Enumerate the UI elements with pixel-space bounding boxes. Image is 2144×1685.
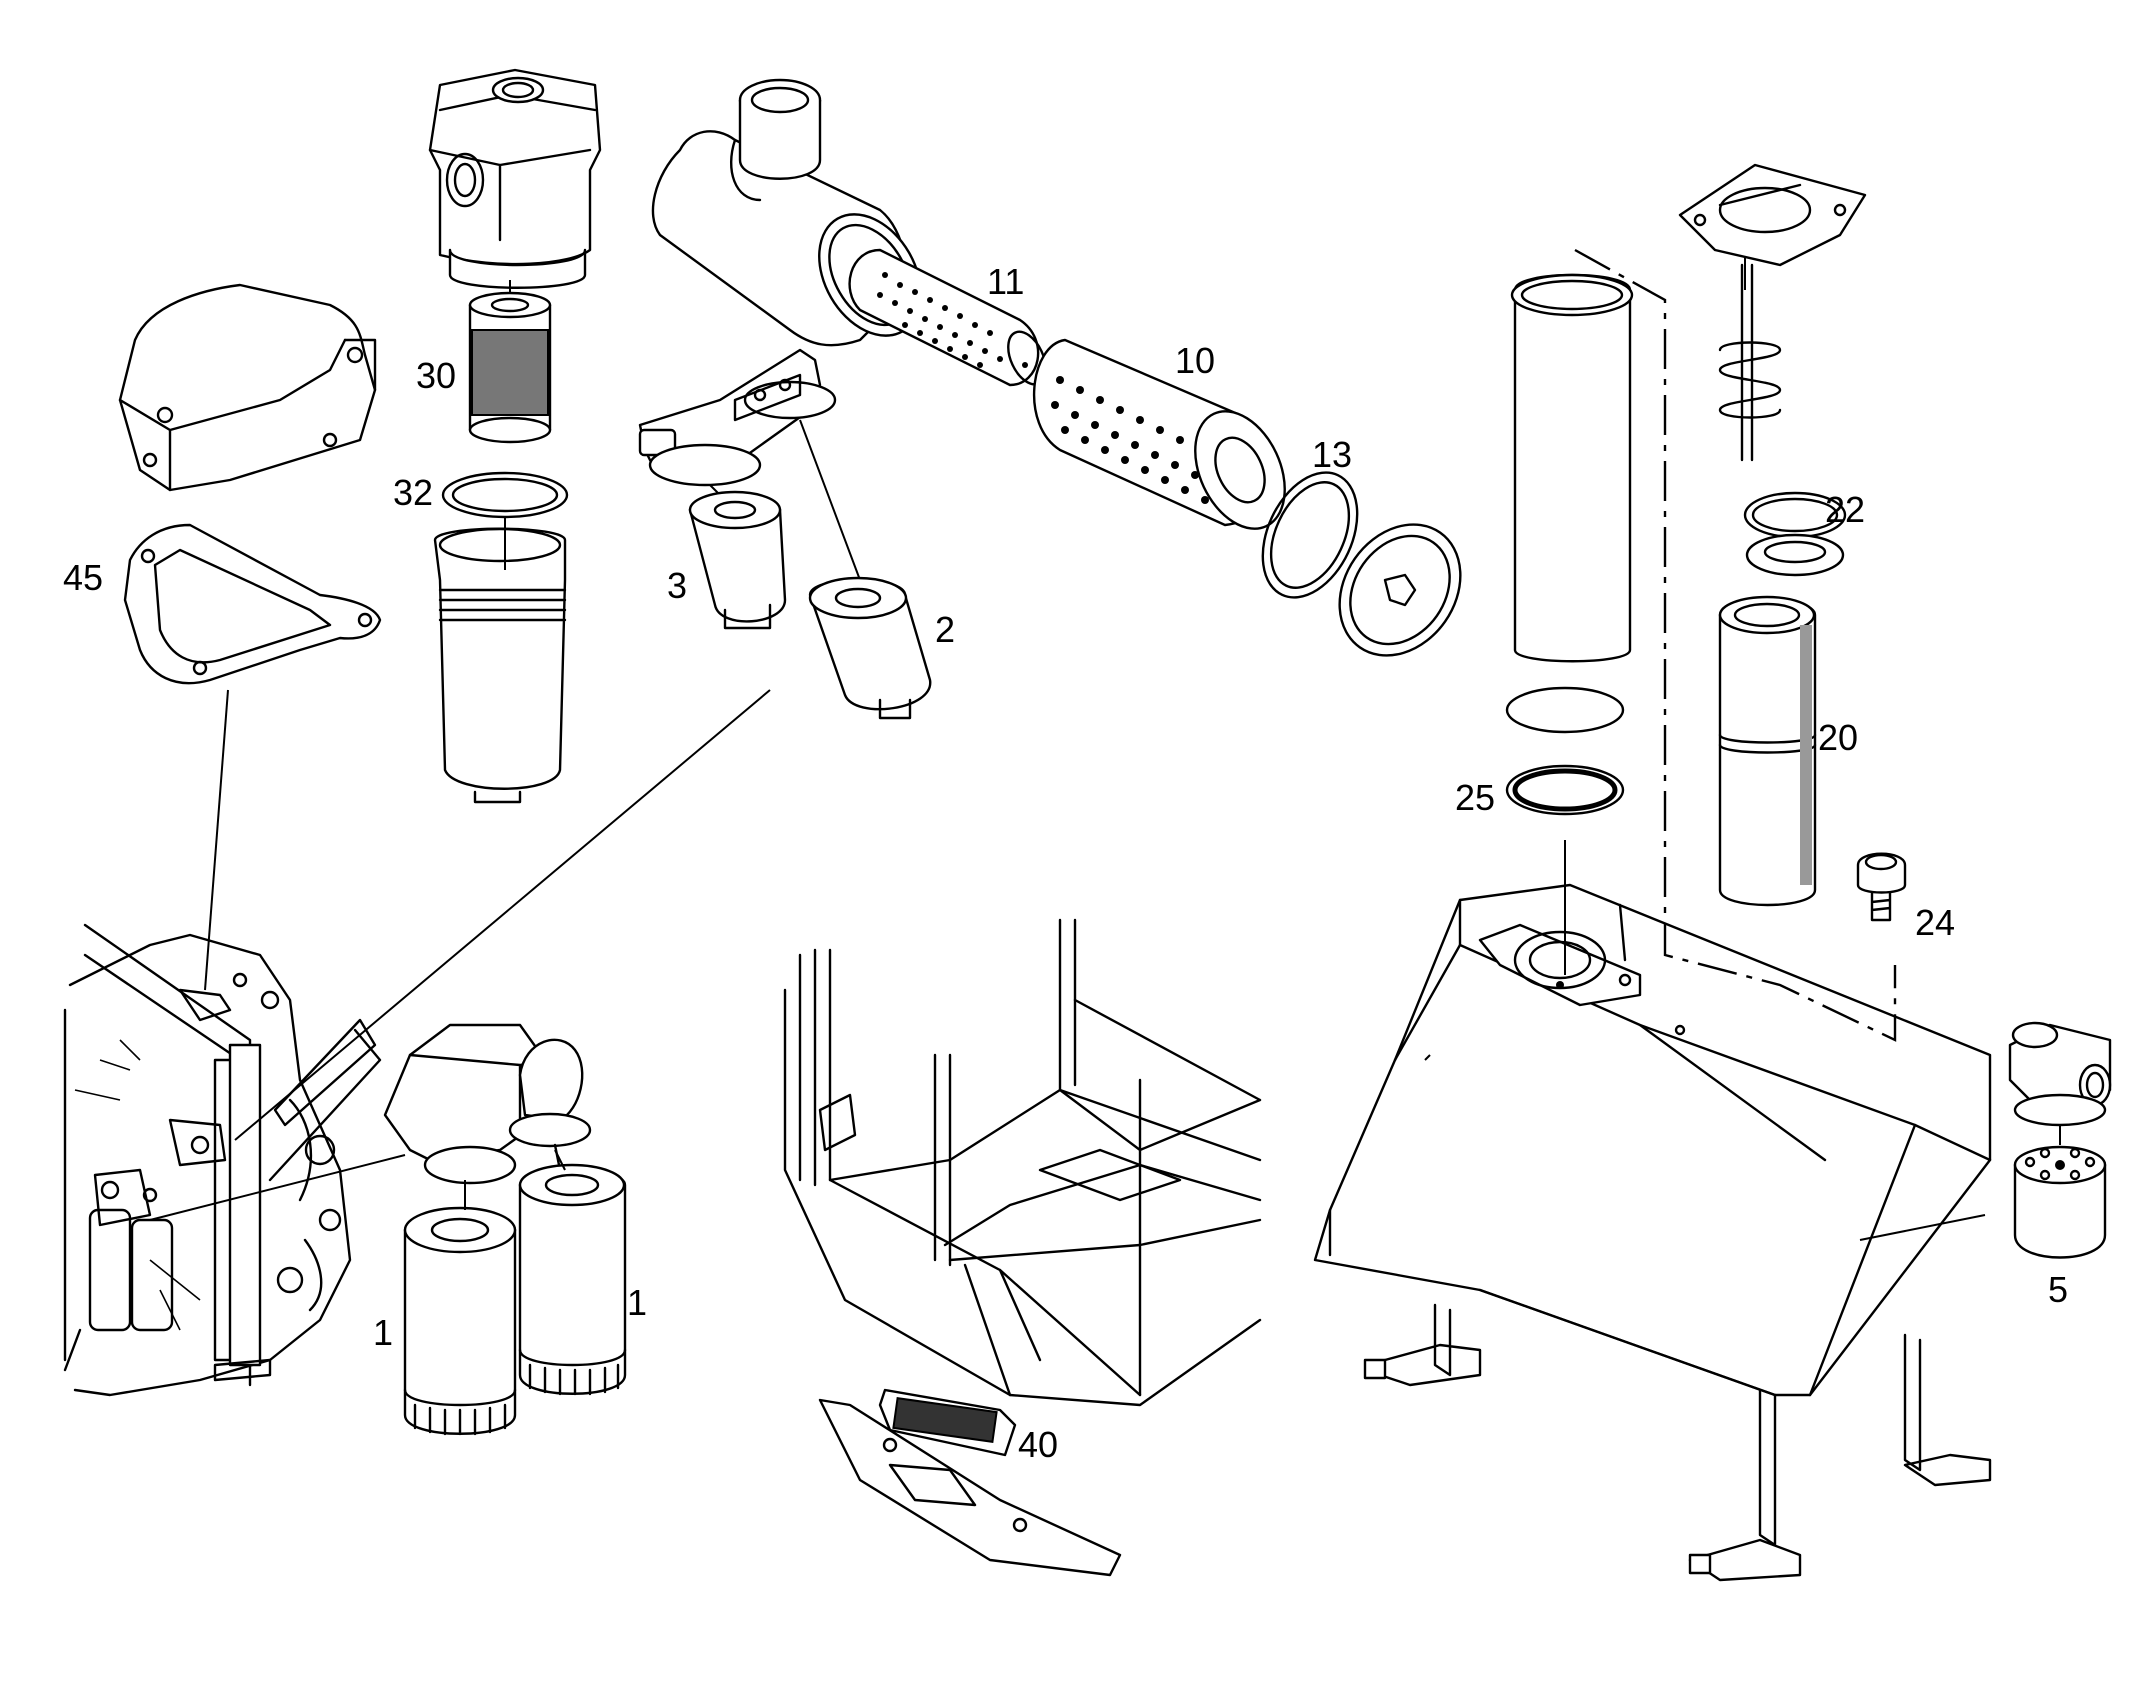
callout-13: 13 xyxy=(1312,434,1353,475)
element-10-perforations xyxy=(1051,376,1209,504)
air-filter-housing xyxy=(651,78,1462,657)
callout-30: 30 xyxy=(416,355,457,396)
element-11-perforations xyxy=(877,272,1003,368)
engine-leader-lines xyxy=(149,689,771,1221)
oil-filter-left xyxy=(403,1180,517,1436)
dual-filter-head xyxy=(638,348,932,720)
oil-filter-head xyxy=(383,1023,592,1185)
valve-cover xyxy=(118,283,377,492)
callout-24: 24 xyxy=(1915,902,1956,943)
hydraulic-filter-assembly xyxy=(428,68,602,804)
tank-leader-lines xyxy=(1564,245,1986,1241)
callout-11: 11 xyxy=(987,261,1025,302)
callout-5: 5 xyxy=(2048,1269,2069,1310)
callout-10: 10 xyxy=(1175,340,1216,381)
callout-22: 22 xyxy=(1825,489,1866,530)
tank-tube-and-seals xyxy=(1505,273,1634,816)
gasket-45 xyxy=(123,523,382,685)
filter-5-assembly xyxy=(2008,1021,2112,1259)
return-filter-assembly xyxy=(1678,163,1907,922)
callout-1-left: 1 xyxy=(373,1312,394,1353)
hydraulic-tank xyxy=(1313,883,1992,1582)
engine-assembly xyxy=(63,923,382,1397)
oil-filter-right xyxy=(518,1149,627,1396)
callout-1-right: 1 xyxy=(627,1282,648,1323)
tray-40 xyxy=(818,1388,1122,1577)
callout-40: 40 xyxy=(1018,1424,1059,1465)
callout-2: 2 xyxy=(935,609,956,650)
cab-frame xyxy=(783,918,1262,1407)
callout-3: 3 xyxy=(667,565,688,606)
callout-45: 45 xyxy=(63,557,104,598)
callout-20: 20 xyxy=(1818,717,1859,758)
callout-25: 25 xyxy=(1455,777,1496,818)
callout-32: 32 xyxy=(393,472,434,513)
